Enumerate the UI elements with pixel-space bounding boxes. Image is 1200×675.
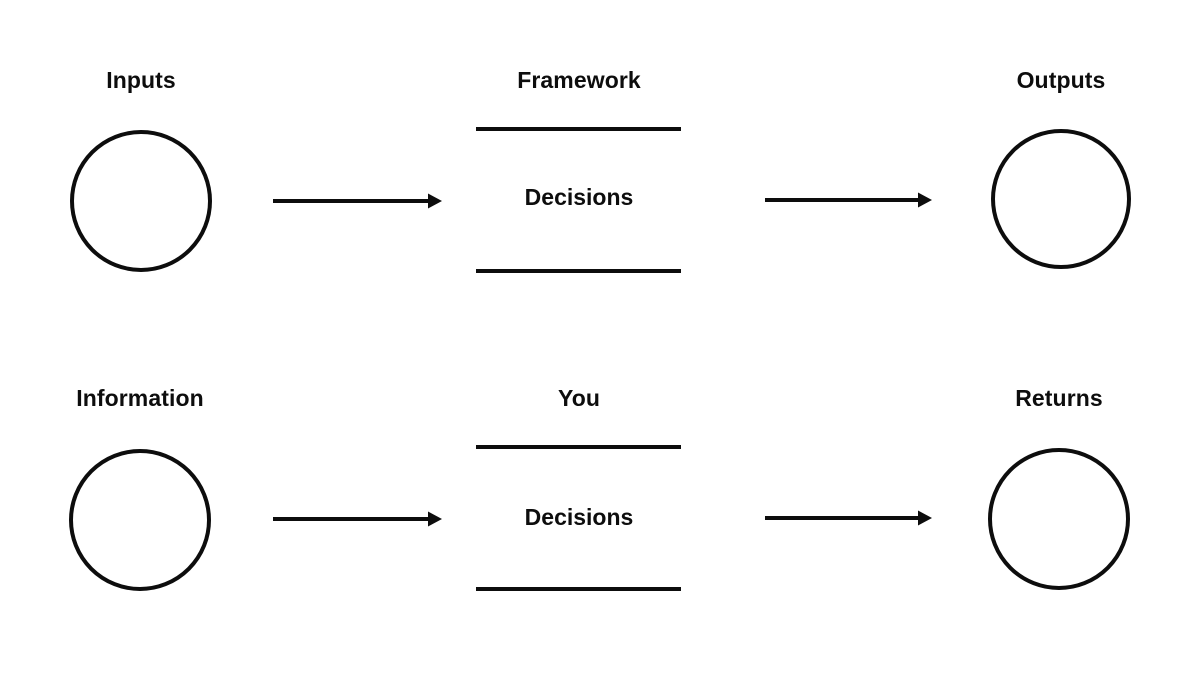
- label-outputs: Outputs: [1016, 67, 1106, 93]
- label-returns: Returns: [1015, 385, 1103, 411]
- arrow-framework-to-outputs: [765, 189, 937, 211]
- you-bottom-rule: [476, 587, 681, 591]
- label-information: Information: [76, 385, 204, 411]
- circle-inputs: [70, 130, 212, 272]
- framework-bottom-rule: [476, 269, 681, 273]
- arrow-information-to-you: [273, 508, 445, 530]
- label-framework: Framework: [517, 67, 641, 93]
- label-you: You: [557, 385, 601, 411]
- circle-outputs: [991, 129, 1131, 269]
- circle-returns: [988, 448, 1130, 590]
- arrow-you-to-returns: [765, 507, 937, 529]
- circle-information: [69, 449, 211, 591]
- you-top-rule: [476, 445, 681, 449]
- arrow-inputs-to-framework: [273, 190, 445, 212]
- label-decisions-framework: Decisions: [524, 184, 634, 210]
- label-inputs: Inputs: [106, 67, 176, 93]
- label-decisions-you: Decisions: [524, 504, 634, 530]
- framework-top-rule: [476, 127, 681, 131]
